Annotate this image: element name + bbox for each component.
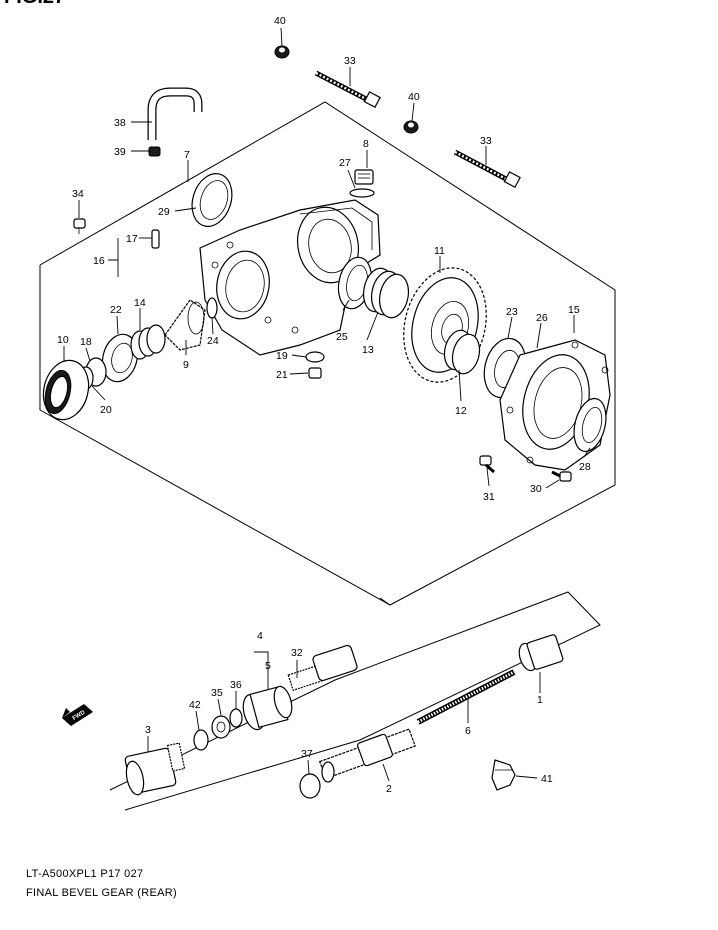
fwd-arrow-icon: FWD (62, 704, 93, 726)
upper-assembly-frame (39, 101, 616, 606)
shim-13 (362, 267, 410, 319)
dowel-pin-17 (151, 229, 160, 249)
breather-hose-38 (147, 87, 203, 140)
callout-22: 22 (110, 304, 122, 316)
callout-39: 39 (114, 146, 126, 158)
callout-17: 17 (126, 233, 138, 245)
pinion-gear-9 (164, 299, 206, 351)
callout-38: 38 (114, 117, 126, 129)
oil-seal-29 (191, 173, 233, 227)
shim-24 (206, 297, 218, 319)
callout-31: 31 (483, 491, 495, 503)
bolt-31 (479, 455, 495, 474)
callout-25: 25 (336, 331, 348, 343)
callout-5: 5 (265, 660, 271, 672)
ring-gear-11 (403, 267, 487, 383)
callout-33-lower: 33 (480, 135, 492, 147)
callout-14: 14 (134, 297, 146, 309)
callout-3: 3 (145, 724, 151, 736)
o-ring-37 (299, 773, 321, 799)
footer-diagram-name: FINAL BEVEL GEAR (REAR) (26, 887, 177, 899)
footer-model-code: LT-A500XPL1 P17 027 (26, 868, 144, 880)
callout-20: 20 (100, 404, 112, 416)
joint-3 (124, 742, 186, 796)
gasket-19 (305, 351, 325, 363)
oil-seal-28 (573, 397, 607, 453)
callout-19: 19 (276, 350, 288, 362)
callout-13: 13 (362, 344, 374, 356)
callout-40-lower: 40 (408, 91, 420, 103)
callout-1: 1 (537, 694, 543, 706)
nut-40-upper (274, 45, 290, 59)
callout-8: 8 (363, 138, 369, 150)
callout-23: 23 (506, 306, 518, 318)
callout-9: 9 (183, 359, 189, 371)
figure-title: FIG.27 (4, 0, 65, 9)
hose-clip-39 (148, 146, 161, 157)
callout-42: 42 (189, 699, 201, 711)
circlip-36 (229, 708, 243, 728)
callout-2: 2 (386, 783, 392, 795)
bolt-30 (551, 470, 572, 482)
callout-26: 26 (536, 312, 548, 324)
bolt-33-lower (453, 149, 521, 189)
callout-18: 18 (80, 336, 92, 348)
lower-assembly-frame (109, 591, 601, 811)
joint-5 (242, 685, 293, 731)
o-ring-42 (193, 729, 209, 751)
callout-7: 7 (184, 149, 190, 161)
drain-bolt-21 (308, 367, 322, 379)
coupling-10 (42, 359, 90, 421)
clamp-41 (491, 759, 516, 791)
bolt-34 (73, 218, 86, 234)
shaft-32 (287, 644, 358, 691)
callout-16: 16 (93, 255, 105, 267)
callout-34: 34 (72, 188, 84, 200)
bolt-33-upper (314, 70, 381, 109)
callout-27: 27 (339, 157, 351, 169)
leader-lines (63, 27, 591, 782)
callout-12: 12 (455, 405, 467, 417)
callout-41: 41 (541, 773, 553, 785)
callout-37: 37 (301, 748, 313, 760)
spacer-14 (130, 324, 166, 360)
filler-cap-8 (354, 169, 374, 185)
callout-35: 35 (211, 687, 223, 699)
callout-32: 32 (291, 647, 303, 659)
callout-30: 30 (530, 483, 542, 495)
callout-21: 21 (276, 369, 288, 381)
callout-6: 6 (465, 725, 471, 737)
joint-1 (518, 634, 564, 672)
callout-24: 24 (207, 335, 219, 347)
spring-6 (416, 669, 516, 725)
o-ring-27 (349, 188, 375, 198)
bearing-22 (101, 333, 139, 383)
callout-10: 10 (57, 334, 69, 346)
callout-28: 28 (579, 461, 591, 473)
nut-40-lower (403, 120, 419, 134)
washer-35 (211, 715, 231, 739)
callout-15: 15 (568, 304, 580, 316)
callout-29: 29 (158, 206, 170, 218)
callout-labels: 40 33 40 33 38 39 7 8 27 34 29 17 16 11 … (57, 15, 591, 795)
callout-33-upper: 33 (344, 55, 356, 67)
callout-4: 4 (257, 630, 263, 642)
callout-40-upper: 40 (274, 15, 286, 27)
callout-11: 11 (434, 245, 445, 257)
callout-36: 36 (230, 679, 242, 691)
shim-12 (443, 329, 481, 375)
propeller-shaft-2 (318, 728, 416, 783)
